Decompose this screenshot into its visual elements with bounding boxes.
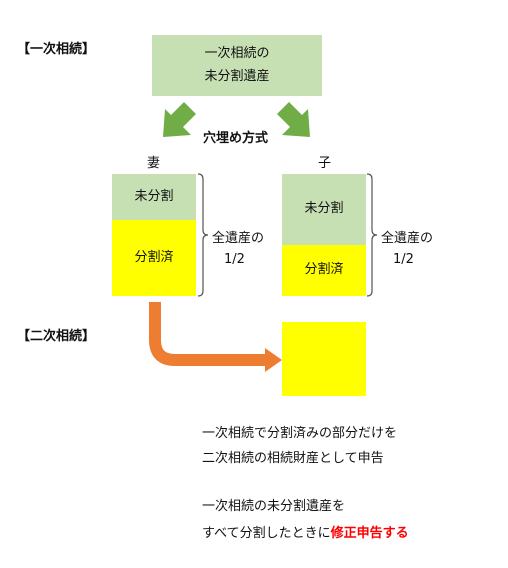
spouse-divided-text: 分割済 — [134, 249, 174, 265]
undivided-estate-box: 一次相続の 未分割遺産 — [152, 35, 322, 96]
child-undivided-box: 未分割 — [282, 174, 366, 245]
child-share-line1: 全遺産の — [381, 231, 434, 246]
undivided-estate-line2: 未分割遺産 — [204, 68, 270, 84]
note-line-3: 一次相続の未分割遺産を — [202, 499, 346, 514]
orange-arrow-icon — [149, 302, 268, 366]
spouse-undivided-text: 未分割 — [134, 188, 174, 204]
section-label-first-inheritance: 【一次相続】 — [17, 42, 96, 57]
orange-arrowhead-icon — [265, 348, 282, 372]
note-line-1: 一次相続で分割済みの部分だけを — [202, 426, 398, 441]
note-line-4-plain: すべて分割したときに — [202, 526, 331, 541]
spouse-divided-box: 分割済 — [112, 220, 196, 296]
child-divided-text: 分割済 — [304, 262, 344, 278]
child-undivided-text: 未分割 — [304, 201, 344, 217]
spouse-share-line2: 1/2 — [224, 252, 245, 267]
note-line-2: 二次相続の相続財産として申告 — [202, 451, 384, 466]
child-label: 子 — [318, 156, 332, 171]
note-line-4: すべて分割したときに修正申告する — [202, 527, 409, 540]
method-label: 穴埋め方式 — [203, 131, 269, 146]
brace-child-icon — [366, 173, 378, 297]
green-arrow-left-icon — [163, 102, 196, 137]
child-divided-box: 分割済 — [282, 245, 366, 296]
spouse-share-line1: 全遺産の — [212, 231, 265, 246]
spouse-label: 妻 — [147, 156, 161, 171]
green-arrow-right-icon — [277, 102, 310, 137]
note-line-4-emphasis: 修正申告する — [330, 526, 409, 541]
section-label-second-inheritance: 【二次相続】 — [17, 329, 96, 344]
spouse-undivided-box: 未分割 — [112, 174, 196, 220]
undivided-estate-line1: 一次相続の — [204, 45, 270, 61]
brace-spouse-icon — [197, 173, 209, 297]
second-inheritance-estate-box — [282, 322, 366, 396]
child-share-line2: 1/2 — [393, 252, 414, 267]
